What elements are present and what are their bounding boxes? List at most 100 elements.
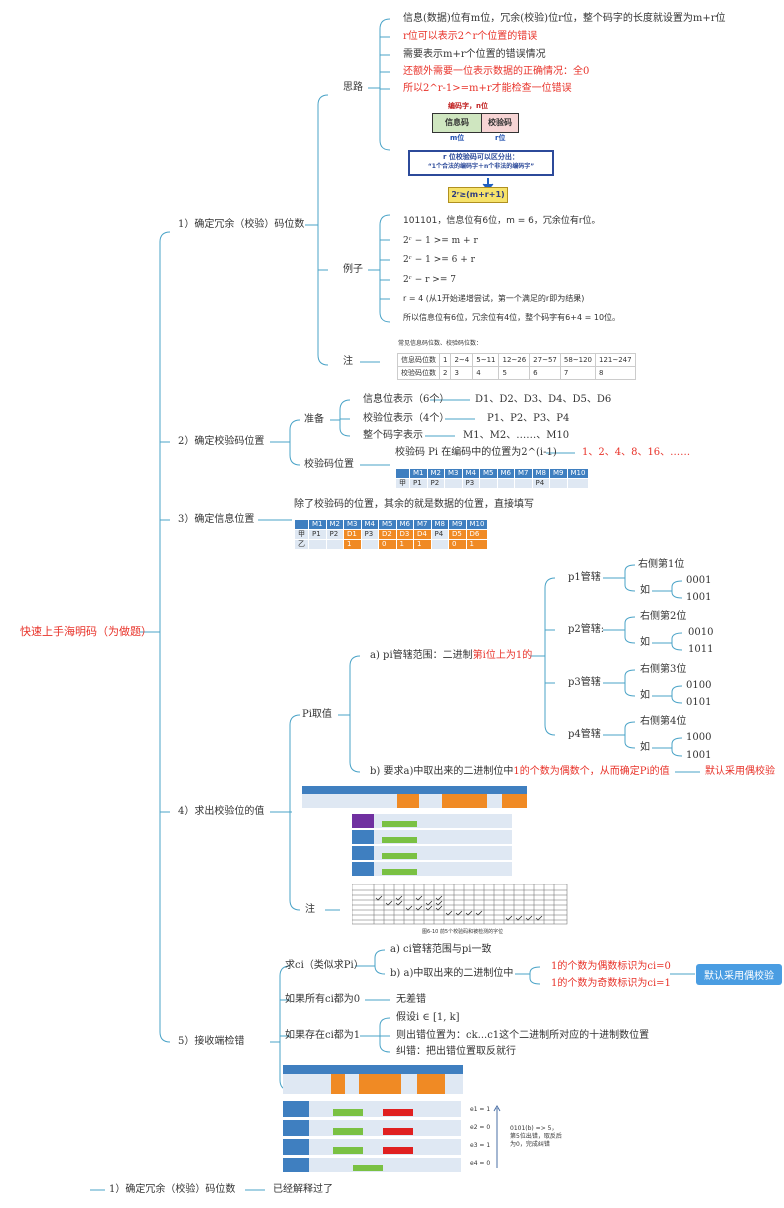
s5-qiu[interactable]: 求ci（类似求Pi）: [285, 960, 364, 971]
s4-b-default: 默认采用偶校验: [705, 766, 775, 777]
p4-ru: 如: [640, 742, 650, 753]
s5-qb1: 1的个数为偶数标识为ci=0: [551, 961, 671, 972]
p3-ru: 如: [640, 690, 650, 701]
s4-a-red: 第i位上为1的: [472, 650, 533, 661]
s5-note-2: 第5位出错，取反后: [510, 1133, 562, 1140]
p4-ex2: 1001: [686, 750, 712, 761]
s1-lizi-2: 2ʳ − 1 >= m + r: [403, 236, 478, 246]
s4-grid-figure: 图6-10 前5个校验码和被检测的字位: [351, 883, 572, 936]
fig-formula: 2ʳ≥(m+r+1): [448, 187, 508, 203]
footer-note: 已经解释过了: [273, 1184, 333, 1195]
s3-text: 除了校验码的位置，其余的就是数据的位置，直接填写: [294, 499, 534, 510]
s2-weizhi[interactable]: 校验码位置: [304, 459, 354, 470]
p3-right: 右侧第3位: [640, 664, 687, 675]
s5-has1-3: 纠错：把出错位置取反就行: [396, 1046, 516, 1057]
s2-zhunbei[interactable]: 准备: [304, 414, 324, 425]
fig-check-box: 校验码: [481, 113, 519, 133]
s1-silu[interactable]: 思路: [343, 82, 363, 93]
s2-prep-1-v: D1、D2、D3、D4、D5、D6: [475, 394, 612, 405]
p2-right: 右侧第2位: [640, 611, 687, 622]
p3-label[interactable]: p3管辖: [568, 677, 601, 688]
s4-zhu[interactable]: 注: [305, 904, 315, 915]
s1-lizi[interactable]: 例子: [343, 264, 363, 275]
s3-title[interactable]: 3）确定信息位置: [178, 514, 255, 525]
s1-silu-4: 还额外需要一位表示数据的正确情况：全0: [403, 66, 590, 77]
s1-zhu[interactable]: 注: [343, 356, 353, 367]
s5-default-pill[interactable]: 默认采用偶校验: [696, 964, 782, 985]
s5-note-1: 0101(b) => 5，: [510, 1125, 558, 1132]
footer-title[interactable]: 1）确定冗余（校验）码位数: [109, 1184, 236, 1195]
s2-weizhi-val: 1、2、4、8、16、……: [582, 447, 691, 458]
s5-e1: e1 = 1: [470, 1106, 491, 1113]
s1-silu-3: 需要表示m+r个位置的错误情况: [403, 49, 546, 60]
s1-zhu-caption: 常见信息码位数、校验码位数：: [398, 340, 483, 347]
s1-title[interactable]: 1）确定冗余（校验）码位数: [178, 219, 305, 230]
fig-note-box: r 位校验码可以区分出： “1个合法的编码字＋n个非法的编码字”: [408, 150, 554, 176]
s1-lizi-3: 2ʳ − 1 >= 6 + r: [403, 255, 475, 265]
root-trunk: [159, 231, 171, 1043]
s4-a[interactable]: a) pi管辖范围：二进制第i位上为1的: [370, 649, 532, 663]
s5-has1-1: 假设i ∈ [1, k]: [396, 1012, 460, 1023]
fig-codeword-label: 编码字，n位: [448, 102, 488, 110]
fig-info-box: 信息码: [432, 113, 482, 133]
s2-prep-2-v: P1、P2、P3、P4: [487, 413, 570, 424]
codeword-figure: 编码字，n位 信息码 校验码 m位 r位 r 位校验码可以区分出： “1个合法的…: [400, 98, 560, 204]
s4-piqu[interactable]: Pi取值: [302, 709, 332, 720]
s5-all0[interactable]: 如果所有ci都为0: [285, 994, 361, 1005]
s1-lizi-5: r = 4 (从1开始递增尝试，第一个满足的r即为结果): [403, 294, 585, 303]
s1-lizi-1: 101101，信息位有6位，m = 6，冗余位有r位。: [403, 216, 601, 226]
s1-lizi-4: 2ʳ − r >= 7: [403, 275, 456, 285]
p2-ex2: 1011: [688, 644, 714, 655]
s5-e4: e4 = 0: [470, 1160, 491, 1167]
s2-title[interactable]: 2）确定校验码位置: [178, 436, 265, 447]
fig-m-label: m位: [450, 134, 465, 142]
s2-prep-2-k: 校验位表示（4个）: [363, 413, 450, 424]
s4-title[interactable]: 4）求出校验位的值: [178, 806, 265, 817]
calc-p3: [352, 846, 512, 860]
p3-ex2: 0101: [686, 697, 712, 708]
calc-header: [302, 786, 527, 794]
s4-grid-caption: 图6-10 前5个校验码和被检测的字位: [422, 929, 504, 935]
s5-all0-v: 无差错: [396, 994, 426, 1005]
s4-b[interactable]: b) 要求a)中取出来的二进制位中1的个数为偶数个，从而确定Pi的值: [370, 765, 670, 779]
s1-silu-1: 信息(数据)位有m位，冗余(校验)位r位，整个码字的长度就设置为m+r位: [403, 13, 726, 24]
s5-e2: e2 = 0: [470, 1124, 491, 1131]
fig-r-label: r位: [495, 134, 506, 142]
s1-silu-5: 所以2^r-1>=m+r才能检查一位错误: [403, 83, 572, 94]
s1-silu-2: r位可以表示2^r个位置的错误: [403, 31, 538, 42]
p2-label[interactable]: p2管辖:: [568, 624, 605, 635]
grid-lines: [351, 883, 568, 925]
fig-note-2: “1个合法的编码字＋n个非法的编码字”: [427, 163, 535, 170]
s2-prep-1-k: 信息位表示（6个）: [363, 394, 450, 405]
s5-has1[interactable]: 如果存在ci都为1: [285, 1030, 361, 1041]
s4-calc-figure: [302, 786, 530, 878]
root-node[interactable]: 快速上手海明码（为做题）: [20, 625, 152, 638]
s5-title[interactable]: 5）接收端检错: [178, 1036, 245, 1047]
p2-ru: 如: [640, 637, 650, 648]
p4-label[interactable]: p4管辖: [568, 729, 601, 740]
p3-ex1: 0100: [686, 680, 712, 691]
p1-label[interactable]: p1管辖: [568, 572, 601, 583]
s2-prep-3-v: M1、M2、……、M10: [463, 430, 570, 441]
s5-has1-2: 则出错位置为：ck...c1这个二进制所对应的十进制数位置: [396, 1030, 650, 1041]
s4-b-prefix: b) 要求a)中取出来的二进制位中: [370, 766, 514, 777]
calc-p1: [352, 814, 512, 828]
p1-ru: 如: [640, 585, 650, 596]
p1-ex2: 1001: [686, 592, 712, 603]
p1-right: 右侧第1位: [638, 559, 685, 570]
p2-ex1: 0010: [688, 627, 714, 638]
s5-qb: b) a)中取出来的二进制位中: [390, 968, 514, 979]
s5-qb2: 1的个数为奇数标识为ci=1: [551, 978, 671, 989]
s5-note-3: 为0，完成纠错: [510, 1141, 550, 1148]
p4-ex1: 1000: [686, 732, 712, 743]
s2-weizhi-text: 校验码 Pi 在编码中的位置为2^(i-1): [395, 447, 557, 458]
calc-p4: [352, 862, 512, 876]
calc-p2: [352, 830, 512, 844]
s4-a-prefix: a) pi管辖范围：二进制: [370, 650, 473, 661]
